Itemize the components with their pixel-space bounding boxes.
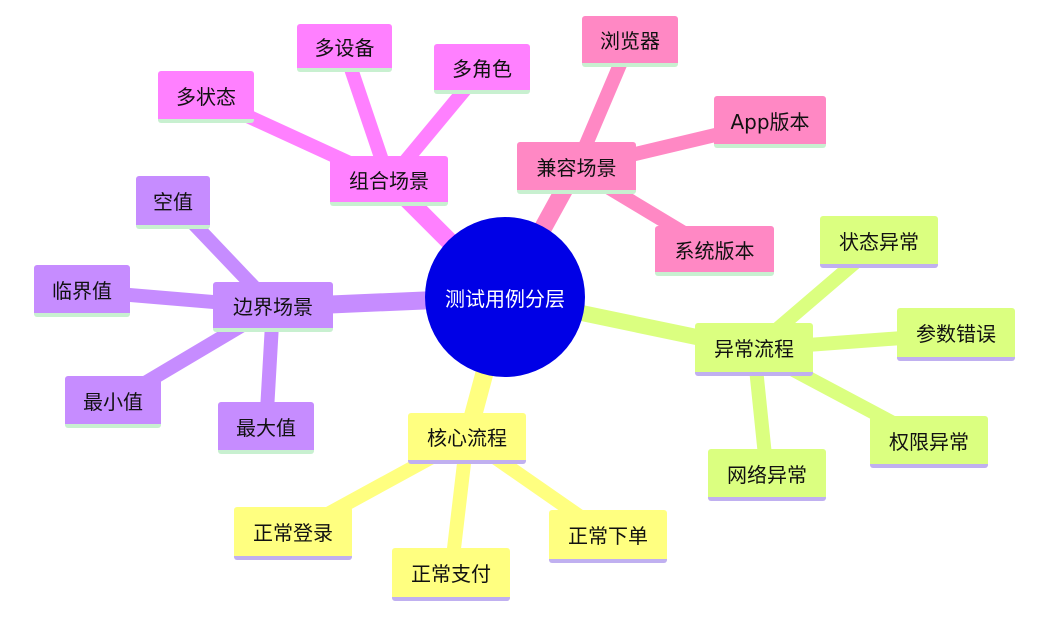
node-label: 参数错误 (916, 322, 996, 346)
leaf-node-empty-value[interactable]: 空值 (136, 176, 210, 229)
branch-node-compatibility[interactable]: 兼容场景 (517, 142, 636, 194)
node-label: 权限异常 (889, 429, 969, 454)
center-node[interactable]: 测试用例分层 (425, 217, 585, 377)
node-label: 多状态 (176, 84, 236, 109)
node-label: 正常支付 (411, 562, 491, 586)
leaf-node-normal-order[interactable]: 正常下单 (549, 510, 667, 563)
leaf-node-param-error[interactable]: 参数错误 (897, 308, 1015, 361)
node-label: 空值 (153, 190, 193, 214)
node-label: 多设备 (314, 35, 375, 60)
node-label: 异常流程 (714, 337, 794, 361)
node-label: 组合场景 (349, 168, 429, 193)
leaf-node-network-exception[interactable]: 网络异常 (708, 449, 826, 501)
center-node-label: 测试用例分层 (445, 286, 565, 311)
leaf-node-critical-value[interactable]: 临界值 (34, 265, 130, 317)
node-label: 多角色 (452, 56, 512, 81)
node-label: 浏览器 (600, 29, 660, 53)
node-label: 临界值 (52, 278, 112, 303)
node-label: 正常下单 (568, 524, 648, 548)
branch-node-combination[interactable]: 组合场景 (330, 156, 448, 206)
node-label: 最小值 (83, 389, 143, 414)
leaf-node-permission-exception[interactable]: 权限异常 (870, 416, 988, 468)
leaf-node-app-version[interactable]: App版本 (714, 96, 826, 148)
leaf-node-state-exception[interactable]: 状态异常 (820, 216, 938, 268)
branch-node-exception-flow[interactable]: 异常流程 (695, 323, 813, 376)
node-label: 系统版本 (674, 238, 755, 263)
leaf-node-normal-login[interactable]: 正常登录 (234, 507, 352, 560)
node-label: 最大值 (236, 415, 296, 440)
node-label: 边界场景 (233, 294, 313, 319)
leaf-node-multi-role[interactable]: 多角色 (434, 44, 530, 94)
node-label: 核心流程 (427, 426, 507, 450)
node-label: 兼容场景 (536, 155, 617, 180)
node-label: App版本 (730, 109, 810, 134)
leaf-node-browser[interactable]: 浏览器 (582, 16, 678, 67)
branch-node-core-flow[interactable]: 核心流程 (408, 413, 526, 464)
leaf-node-multi-state[interactable]: 多状态 (158, 71, 254, 123)
branch-node-boundary[interactable]: 边界场景 (213, 282, 333, 332)
node-label: 正常登录 (253, 521, 333, 545)
leaf-node-normal-payment[interactable]: 正常支付 (392, 548, 510, 601)
leaf-node-min-value[interactable]: 最小值 (65, 376, 161, 428)
node-label: 网络异常 (727, 462, 807, 487)
leaf-node-system-version[interactable]: 系统版本 (655, 226, 774, 276)
node-label: 状态异常 (839, 229, 919, 254)
leaf-node-max-value[interactable]: 最大值 (218, 402, 314, 454)
leaf-node-multi-device[interactable]: 多设备 (297, 24, 392, 72)
